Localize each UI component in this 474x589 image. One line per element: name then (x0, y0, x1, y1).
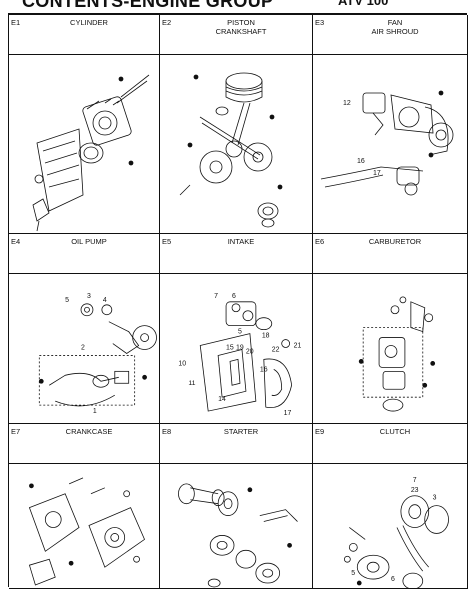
section-clutch[interactable]: E9 CLUTCH 7 23 3 5 6 (313, 424, 468, 589)
callout-16: 16 (357, 158, 365, 165)
callout-11: 11 (188, 380, 195, 387)
starter-illustration (160, 464, 312, 588)
callout-3: 3 (433, 495, 437, 502)
section-code: E9 (315, 427, 325, 436)
section-label-line1: FAN (387, 18, 403, 27)
section-header: E8 STARTER (160, 424, 312, 464)
callout-21: 21 (294, 343, 302, 350)
section-label-line1: CRANKCASE (65, 427, 113, 436)
section-code: E2 (162, 18, 172, 27)
page-title: CONTENTS-ENGINE GROUP (22, 0, 274, 11)
section-header: E9 CLUTCH (313, 424, 467, 464)
intake-illustration: 7 6 5 18 22 19 20 15 21 10 14 11 16 17 (160, 274, 312, 423)
callout-18: 18 (262, 333, 270, 340)
section-header: E5 INTAKE (160, 234, 312, 274)
section-oil-pump[interactable]: E4 OIL PUMP 5 3 4 2 1 (9, 234, 160, 424)
section-header: E1 CYLINDER (9, 15, 159, 55)
section-starter[interactable]: E8 STARTER (160, 424, 313, 589)
callout-1: 1 (93, 408, 97, 415)
callout-7: 7 (214, 293, 218, 300)
callout-16: 16 (260, 366, 268, 373)
section-header: E4 OIL PUMP (9, 234, 159, 274)
callout-6: 6 (232, 293, 236, 300)
section-header: E6 CARBURETOR (313, 234, 467, 274)
section-code: E6 (315, 237, 325, 246)
model-name: ATV 100 (338, 0, 389, 8)
section-code: E3 (315, 18, 325, 27)
callout-23: 23 (411, 487, 419, 494)
section-code: E7 (11, 427, 21, 436)
section-label: CYLINDER (23, 18, 155, 27)
section-label: STARTER (174, 427, 308, 436)
crankcase-illustration (9, 464, 159, 588)
callout-6: 6 (391, 576, 395, 583)
callout-20: 20 (246, 348, 254, 355)
section-label-line1: STARTER (223, 427, 259, 436)
section-header: E7 CRANKCASE (9, 424, 159, 464)
callout-19: 19 (236, 344, 244, 351)
section-label-line1: INTAKE (227, 237, 255, 246)
callout-14: 14 (218, 396, 226, 403)
oil-pump-illustration: 5 3 4 2 1 (9, 274, 159, 423)
callout-15: 15 (226, 344, 234, 351)
section-label-line2: AIR SHROUD (371, 27, 419, 36)
cylinder-illustration (9, 55, 159, 233)
callout-5: 5 (65, 297, 69, 304)
callout-4: 4 (103, 297, 107, 304)
piston-illustration (160, 55, 312, 233)
callout-17: 17 (373, 170, 381, 177)
section-label: CLUTCH (327, 427, 463, 436)
section-code: E8 (162, 427, 172, 436)
section-label-line1: CARBURETOR (368, 237, 422, 246)
callout-5: 5 (351, 570, 355, 577)
section-code: E4 (11, 237, 21, 246)
section-label-line1: PISTON (227, 18, 255, 27)
callout-17: 17 (284, 410, 292, 417)
callout-5b: 5 (238, 329, 242, 336)
section-code: E1 (11, 18, 21, 27)
callout-2: 2 (81, 344, 85, 351)
section-label-line2: CRANKSHAFT (215, 27, 267, 36)
section-label: CRANKCASE (23, 427, 155, 436)
clutch-illustration: 7 23 3 5 6 (313, 464, 467, 588)
callout-3: 3 (87, 293, 91, 300)
section-carburetor[interactable]: E6 CARBURETOR (313, 234, 468, 424)
section-label: OIL PUMP (23, 237, 155, 246)
callout-12: 12 (343, 100, 351, 107)
callout-22: 22 (272, 346, 280, 353)
section-label-line1: CYLINDER (70, 18, 108, 27)
section-label: CARBURETOR (327, 237, 463, 246)
section-crankcase[interactable]: E7 CRANKCASE (9, 424, 160, 589)
carburetor-illustration (313, 274, 467, 423)
section-cylinder[interactable]: E1 CYLINDER (9, 15, 160, 234)
callout-7: 7 (413, 477, 417, 484)
section-label-line1: OIL PUMP (71, 237, 107, 246)
section-code: E5 (162, 237, 172, 246)
section-label-line1: CLUTCH (379, 427, 411, 436)
section-label: INTAKE (174, 237, 308, 246)
fan-illustration: 12 16 17 (313, 55, 467, 233)
callout-10: 10 (178, 360, 186, 367)
section-intake[interactable]: E5 INTAKE 7 6 5 18 22 19 20 15 (160, 234, 313, 424)
